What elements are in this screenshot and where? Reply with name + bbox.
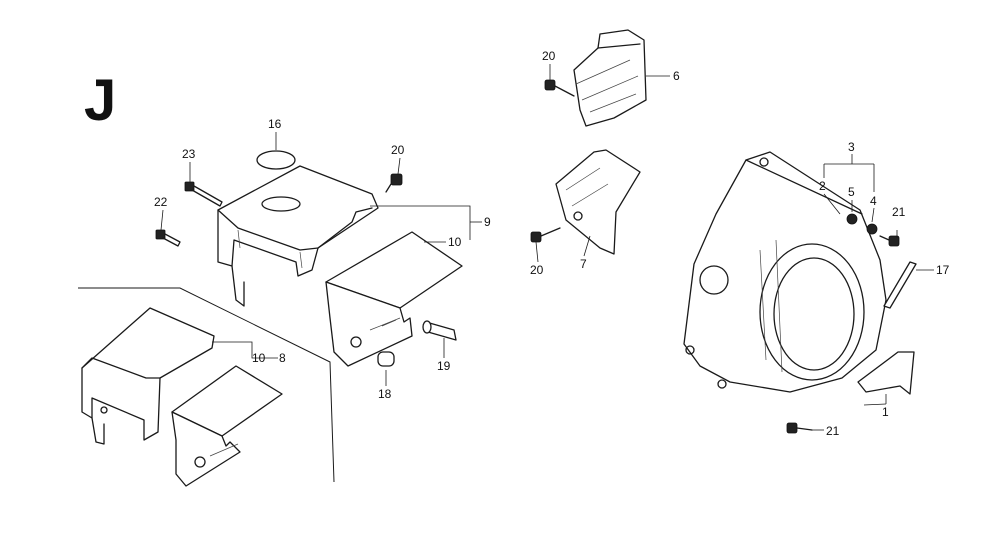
callout-23: 23 [182, 147, 196, 161]
seal-part-16 [256, 150, 296, 170]
fan-cover-housing [683, 151, 887, 393]
cover-part-7 [555, 149, 641, 255]
callout-16: 16 [268, 117, 282, 131]
callout-1: 1 [882, 405, 889, 419]
bolt-part-20-top [544, 79, 575, 97]
callout-2: 2 [819, 179, 826, 193]
cover-part-6 [573, 29, 647, 127]
bolt-part-20-middle [530, 227, 561, 243]
bolt-part-23 [184, 181, 223, 207]
bolt-part-21-upper [879, 235, 900, 247]
callout-22: 22 [154, 195, 168, 209]
bracket-part-1 [857, 351, 915, 395]
callout-21-upper: 21 [892, 205, 906, 219]
callout-20-top: 20 [542, 49, 556, 63]
callout-17: 17 [936, 263, 950, 277]
section-letter: J [84, 68, 117, 133]
callout-8: 8 [279, 351, 286, 365]
nut-part-5 [846, 213, 858, 225]
callout-3: 3 [848, 140, 855, 154]
callout-5: 5 [848, 185, 855, 199]
upper-shroud-plate-part-10 [325, 231, 463, 367]
callout-21-lower: 21 [826, 424, 840, 438]
bolt-part-20-upper [385, 173, 403, 193]
upper-shroud-part-9 [217, 165, 379, 307]
leader-lines [160, 64, 934, 431]
callout-6: 6 [673, 69, 680, 83]
callout-10-upper: 10 [448, 235, 462, 249]
callout-4: 4 [870, 194, 877, 208]
washer-part-4 [866, 223, 878, 235]
callout-19: 19 [437, 359, 451, 373]
lower-shroud-plate-part-10 [171, 365, 283, 487]
strap-part-17 [883, 261, 917, 309]
collar-part-18 [377, 351, 395, 367]
callout-20-upper: 20 [391, 143, 405, 157]
section-divider-line [78, 287, 335, 483]
callout-9: 9 [484, 215, 491, 229]
collar-part-19 [422, 320, 457, 341]
callout-10-lower: 10 [252, 351, 266, 365]
callout-7: 7 [580, 257, 587, 271]
lower-shroud-part-8 [81, 307, 215, 445]
callout-20-middle: 20 [530, 263, 544, 277]
bolt-part-22 [155, 229, 181, 247]
callout-18: 18 [378, 387, 392, 401]
bolt-part-21-lower [786, 422, 813, 434]
